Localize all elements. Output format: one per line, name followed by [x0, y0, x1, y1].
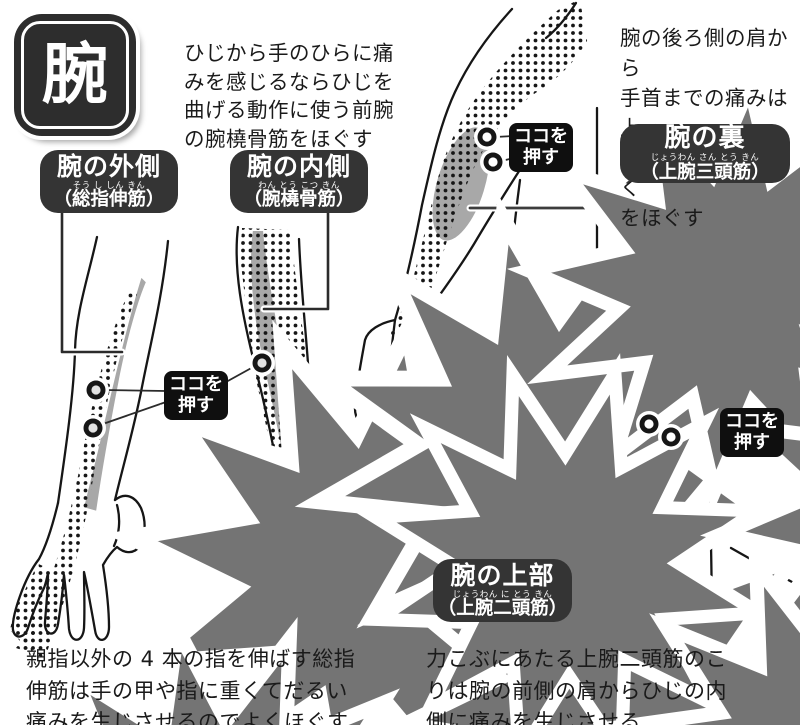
muscle-tag-muscle-name: （上腕二頭筋） — [437, 598, 568, 620]
muscle-tag-inner-arm: 腕の内側 わん とう こつ きん （腕橈骨筋） — [230, 150, 368, 213]
press-here-label: ココを 押す — [720, 408, 784, 458]
muscle-tag-arm-back: 腕の裏 じょうわん さん とう きん （上腕三頭筋） — [620, 124, 790, 183]
pressure-point-icon — [636, 411, 662, 437]
pressure-point-icon — [658, 424, 684, 450]
muscle-tag-furigana: そう し しん きん — [72, 180, 146, 191]
pressure-point-markers — [80, 124, 684, 450]
muscle-tag-furigana: じょうわん に とう きん — [452, 589, 553, 600]
muscle-tag-label: 腕の裏 — [664, 123, 746, 154]
caption-text-biceps: 力こぶにあたる上腕二頭筋のこ りは腕の前側の肩からひじの内 側に痛みを生じさせる — [426, 647, 727, 725]
halftone-pain-area — [16, 290, 138, 658]
press-here-label: ココを 押す — [509, 123, 573, 173]
badge-character: 腕 — [42, 36, 108, 113]
badge-frame — [21, 21, 129, 129]
muscle-tag-muscle-name: （上腕三頭筋） — [640, 161, 770, 183]
muscle-tag-furigana: じょうわん さん とう きん — [650, 153, 760, 164]
pressure-point-icon — [480, 149, 506, 175]
muscle-tag-label: 腕の上部 — [450, 560, 555, 590]
pressure-point-icon — [249, 350, 275, 376]
press-here-label: ココを 押す — [164, 371, 228, 421]
pressure-point-icon — [80, 415, 106, 441]
muscle-tag-muscle-name: （腕橈骨筋） — [243, 189, 355, 211]
pressure-point-icon — [83, 377, 109, 403]
radial-muscle-band — [81, 274, 149, 514]
section-title-badge: 腕 — [14, 14, 136, 136]
muscle-tag-label: 腕の外側 — [56, 151, 161, 181]
muscle-tag-furigana: わん とう こつ きん — [258, 180, 340, 191]
muscle-tag-outer-arm: 腕の外側 そう し しん きん （総指伸筋） — [40, 150, 178, 213]
hand-back-outline — [11, 494, 146, 641]
muscle-tag-label: 腕の内側 — [246, 151, 351, 181]
muscle-tag-upper-arm: 腕の上部 じょうわん に とう きん （上腕二頭筋） — [433, 559, 572, 622]
intro-text-forearm: ひじから手のひらに痛 みを感じるならひじを 曲げる動作に使う前腕 の腕橈骨筋をほ… — [184, 41, 394, 151]
muscle-tag-muscle-name: （総指伸筋） — [53, 189, 165, 211]
caption-text-extensor: 親指以外の 4 本の指を伸ばす総指 伸筋は手の甲や指に重くてだるい 痛みを生じさ… — [26, 647, 356, 725]
pressure-point-icon — [474, 124, 500, 150]
